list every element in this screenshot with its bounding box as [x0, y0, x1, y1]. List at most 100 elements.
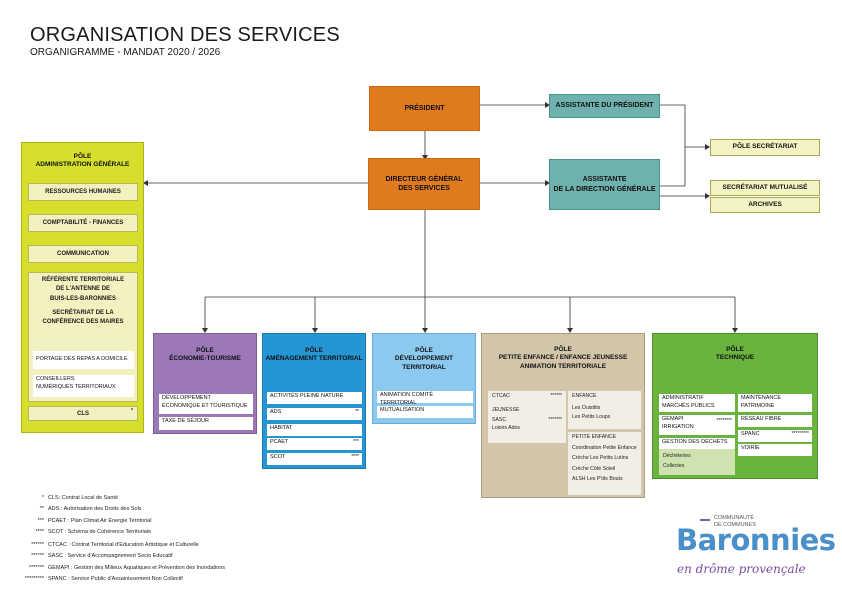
- legend-entry: **** SCOT : Schéma de Cohérence Territori…: [0, 529, 152, 536]
- taxe-sejour-item: TAXE DE SÉJOUR: [159, 417, 253, 430]
- voirie-item: VOIRIE: [738, 444, 812, 456]
- reseau-fibre-item: RÉSEAU FIBRE: [738, 415, 812, 427]
- pole-dev-title-line2: DÉVELOPPEMENT TERRITORIAL: [394, 355, 454, 371]
- logo-dash: [700, 519, 710, 521]
- conseillers-line1: CONSEILLERS: [36, 376, 75, 382]
- ressources-humaines-box: RESSOURCES HUMAINES: [28, 183, 138, 201]
- president-box: PRÉSIDENT: [369, 86, 480, 131]
- amen-item-mark: ***: [353, 439, 359, 445]
- cls-label: CLS: [77, 410, 89, 417]
- dev-item-label: ANIMATION COMITÉ TERRITORIAL: [380, 392, 434, 406]
- logo-tagline-top: COMMUNAUTÉ DE COMMUNES: [714, 515, 756, 528]
- cls-mark: *: [131, 408, 133, 414]
- pole-tech-title-line1: PÔLE: [726, 346, 744, 353]
- administratif-line2: MARCHÉS PUBLICS: [662, 402, 715, 409]
- legend-text: SCOT : Schéma de Cohérence Territoriale: [48, 529, 152, 535]
- conseillers-line2: NUMÉRIQUES TERRITORIAUX: [36, 383, 116, 390]
- legend-text: CLS: Contrat Local de Santé: [48, 495, 119, 501]
- legend-stars: ***: [37, 518, 44, 524]
- loisirs-ados-label: Loisirs Ados: [492, 424, 520, 431]
- ctcac-line: CTCAC ******: [492, 393, 562, 401]
- assistante-president-box: ASSISTANTE DU PRÉSIDENT: [549, 94, 660, 118]
- pole-admin-title-line1: PÔLE: [73, 153, 92, 160]
- amen-item-label: HABITAT: [270, 425, 293, 431]
- pole-eco-title-line2: ÉCONOMIE-TOURISME: [169, 355, 241, 363]
- ctcac-label: CTCAC: [492, 393, 510, 399]
- legend-text: CTCAC : Contrat Territorial d'Education …: [48, 542, 199, 548]
- legend-text: ADS : Autorisation des Droits des Sols: [48, 506, 142, 512]
- communication-box: COMMUNICATION: [28, 245, 138, 263]
- pole-dev-title-line1: PÔLE: [415, 347, 433, 354]
- legend-entry: ****** SASC : Service d'Accompagnement So…: [0, 553, 173, 560]
- legend-entry: *CLS: Contrat Local de Santé: [0, 495, 119, 502]
- sasc-line: SASC *******: [492, 417, 562, 425]
- pole-pe-title-line2: PETITE ENFANCE / ENFANCE JEUNESSE: [498, 354, 628, 362]
- amen-item-label: SCOT: [270, 454, 286, 460]
- secretariat-conference-line1: SECRÉTARIAT DE LA: [52, 309, 114, 316]
- gemapi-line1: GEMAPI: [662, 416, 684, 422]
- page-title: ORGANISATION DES SERVICES: [30, 24, 340, 46]
- pole-amenagement-territorial: PÔLE AMÉNAGEMENT TERRITORIAL ACTIVITÉS P…: [262, 333, 366, 469]
- legend-stars: ****: [35, 529, 44, 535]
- enfance-title: ENFANCE: [572, 393, 597, 399]
- sasc-label: SASC: [492, 417, 507, 424]
- gemapi-mark: ********: [716, 418, 732, 424]
- pole-secretariat-box: PÔLE SECRÉTARIAT: [710, 139, 820, 156]
- legend-stars: ******: [31, 542, 44, 548]
- pole-admin-title-line2: ADMINISTRATION GÉNÉRALE: [35, 161, 130, 169]
- dev-item-label: MUTUALISATION: [380, 407, 425, 413]
- gemapi-line2: IRRIGATION: [662, 423, 694, 430]
- logo-tag-line1: COMMUNAUTÉ: [714, 515, 755, 521]
- legend-entry: ****** CTCAC : Contrat Territorial d'Educ…: [0, 542, 199, 549]
- legend-text: SPANC : Service Public d'Assainissement …: [48, 576, 183, 582]
- referente-line3: BUIS-LES-BARONNIES: [49, 295, 116, 302]
- petite-enfance-item: Crèche Les Petits Lutins: [572, 455, 629, 462]
- portage-repas-label: PORTAGE DES REPAS A DOMICILE: [36, 356, 128, 363]
- dgs-label-line1: DIRECTEUR GÉNÉRAL: [385, 175, 463, 183]
- amen-item-label: ACTIVITÉS PLEINE NATURE: [270, 393, 344, 399]
- dgs-label-line2: DES SERVICES: [398, 185, 450, 192]
- amen-item-mark: ****: [351, 454, 359, 460]
- legend-entry: ***PCAET : Plan Climat Air Energie Terri…: [0, 518, 152, 525]
- amen-item: HABITAT: [267, 424, 362, 436]
- spanc-mark: *********: [791, 431, 809, 437]
- gestion-dechets-label: GESTION DES DÉCHETS: [659, 438, 735, 449]
- archives-label: ARCHIVES: [748, 200, 782, 208]
- dgs-box: DIRECTEUR GÉNÉRAL DES SERVICES: [368, 158, 480, 210]
- spanc-item: SPANC *********: [738, 430, 812, 442]
- dev-eco-line2: ÉCONOMIQUE ET TOURISTIQUE: [162, 402, 248, 409]
- amen-item: ACTIVITÉS PLEINE NATURE: [267, 392, 362, 404]
- referente-line2: DE L'ANTENNE DE: [55, 286, 111, 293]
- legend-stars: ******: [31, 553, 44, 559]
- petite-enfance-item: ALSH Les P'tits Bouts: [572, 476, 623, 483]
- portage-repas-item: PORTAGE DES REPAS A DOMICILE: [33, 351, 134, 369]
- gestion-dechets-box: GESTION DES DÉCHETS Déchèteries Collecte…: [659, 438, 735, 475]
- pole-developpement-territorial: PÔLE DÉVELOPPEMENT TERRITORIAL ANIMATION…: [372, 333, 476, 424]
- pole-eco-title-line1: PÔLE: [196, 347, 214, 354]
- legend-entry: ******* GEMAPI : Gestion des Milieux Aqua…: [0, 565, 226, 572]
- developpement-economique-item: DÉVELOPPEMENT ÉCONOMIQUE ET TOURISTIQUE: [159, 394, 253, 414]
- dev-eco-line1: DÉVELOPPEMENT: [162, 395, 211, 401]
- pole-technique: PÔLE TECHNIQUE ADMINISTRATIF MARCHÉS PUB…: [652, 333, 818, 479]
- logo-tagline: en drôme provençale: [677, 562, 806, 576]
- legend-entry: *********SPANC : Service Public d'Assain…: [0, 576, 183, 583]
- legend-text: GEMAPI : Gestion des Milieux Aquatiques …: [48, 565, 226, 571]
- secretariat-mutualise-label: SECRÉTARIAT MUTUALISÉ: [722, 183, 808, 191]
- legend-stars: **: [39, 506, 44, 512]
- page-subtitle: ORGANIGRAMME - MANDAT 2020 / 2026: [30, 47, 221, 58]
- cls-box: CLS *: [28, 406, 138, 421]
- secretariat-mutualise-box: SECRÉTARIAT MUTUALISÉ: [710, 180, 820, 196]
- ctcac-jeunesse-box: CTCAC ****** JEUNESSE SASC ******* Loisi…: [488, 391, 566, 443]
- petite-enfance-box: PETITE ENFANCE Coordination Petite Enfan…: [568, 432, 641, 495]
- secretariat-conference-line2: CONFÉRENCE DES MAIRES: [42, 319, 124, 326]
- legend-text: SASC : Service d'Accompagnement Socio Ed…: [48, 553, 173, 559]
- pole-petite-enfance: PÔLE PETITE ENFANCE / ENFANCE JEUNESSE A…: [481, 333, 645, 498]
- pole-amen-title-line2: AMÉNAGEMENT TERRITORIAL: [265, 355, 363, 363]
- pole-tech-title-line2: TECHNIQUE: [715, 354, 755, 362]
- comptabilite-finances-box: COMPTABILITÉ - FINANCES: [28, 214, 138, 232]
- legend-stars: *******: [29, 565, 44, 571]
- assistante-dg-box: ASSISTANTE DE LA DIRECTION GÉNÉRALE: [549, 159, 660, 210]
- logo-tag-line2: DE COMMUNES: [714, 521, 756, 528]
- amen-item: ADS **: [267, 408, 362, 420]
- pole-economie-tourisme: PÔLE ÉCONOMIE-TOURISME DÉVELOPPEMENT ÉCO…: [153, 333, 257, 434]
